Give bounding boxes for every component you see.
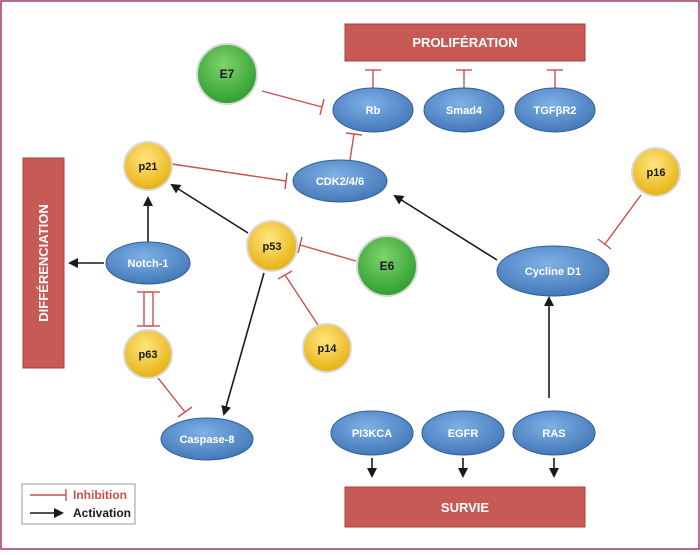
edge-p21-cdk [171, 163, 287, 182]
edge-cdk-rb [349, 133, 355, 161]
node-ras-label: RAS [542, 428, 565, 440]
node-e7-label: E7 [220, 67, 235, 81]
node-tgfbr2: TGFβR2 [514, 87, 596, 133]
legend-inhibition-symbol [30, 489, 67, 501]
edge-cyclined1-cdk [393, 194, 498, 261]
node-egfr: EGFR [421, 410, 505, 456]
legend-inhibition-label: Inhibition [73, 488, 127, 502]
node-smad4: Smad4 [423, 87, 505, 133]
edge-p53-caspase8 [221, 272, 265, 416]
edge-p14-p53 [284, 274, 319, 326]
node-p21: p21 [123, 141, 173, 191]
node-rb-label: Rb [366, 105, 381, 117]
node-p16: p16 [631, 147, 681, 197]
edge-e6-p53 [299, 244, 357, 262]
node-p16-label: p16 [647, 167, 666, 179]
node-ras: RAS [512, 410, 596, 456]
legend-box [21, 483, 136, 525]
survie-label: SURVIE [441, 500, 489, 515]
node-p53-label: p53 [263, 241, 282, 253]
node-e6: E6 [356, 235, 418, 297]
activation-edges [68, 183, 559, 478]
node-p63: p63 [123, 329, 173, 379]
survie-box: SURVIE [344, 486, 586, 528]
node-caspase8: Caspase-8 [160, 417, 254, 461]
node-cdk: CDK2/4/6 [292, 159, 388, 203]
node-cyclined1-label: Cycline D1 [525, 266, 581, 278]
proliferation-box: PROLIFÉRATION [344, 23, 586, 62]
node-rb: Rb [332, 87, 414, 133]
differenciation-label: DIFFÉRENCIATION [36, 204, 51, 321]
node-cdk-label: CDK2/4/6 [316, 176, 364, 188]
edge-p53-p21 [170, 183, 249, 234]
legend-activation-label: Activation [73, 506, 131, 520]
differenciation-box: DIFFÉRENCIATION [22, 157, 65, 369]
node-notch1: Notch-1 [105, 241, 191, 285]
node-e7: E7 [196, 43, 258, 105]
node-p14: p14 [302, 323, 352, 373]
edge-p63-caspase8 [157, 377, 186, 413]
node-p14-label: p14 [318, 343, 338, 355]
node-caspase8-label: Caspase-8 [179, 434, 234, 446]
node-pi3kca-label: PI3KCA [352, 428, 392, 440]
proliferation-label: PROLIFÉRATION [412, 35, 517, 50]
node-p53: p53 [246, 220, 298, 272]
node-pi3kca: PI3KCA [330, 410, 414, 456]
node-tgfbr2-label: TGFβR2 [534, 105, 577, 117]
node-smad4-label: Smad4 [446, 105, 483, 117]
node-p21-label: p21 [139, 161, 158, 173]
node-p63-label: p63 [139, 349, 158, 361]
legend: Inhibition Activation [21, 483, 136, 525]
edge-e7-rb [261, 90, 323, 108]
inhibition-edges [137, 69, 642, 418]
node-cyclined1: Cycline D1 [496, 245, 610, 297]
node-e6-label: E6 [380, 259, 395, 273]
edge-p16-cyclined1 [604, 194, 642, 245]
node-egfr-label: EGFR [448, 428, 479, 440]
node-notch1-label: Notch-1 [128, 258, 169, 270]
